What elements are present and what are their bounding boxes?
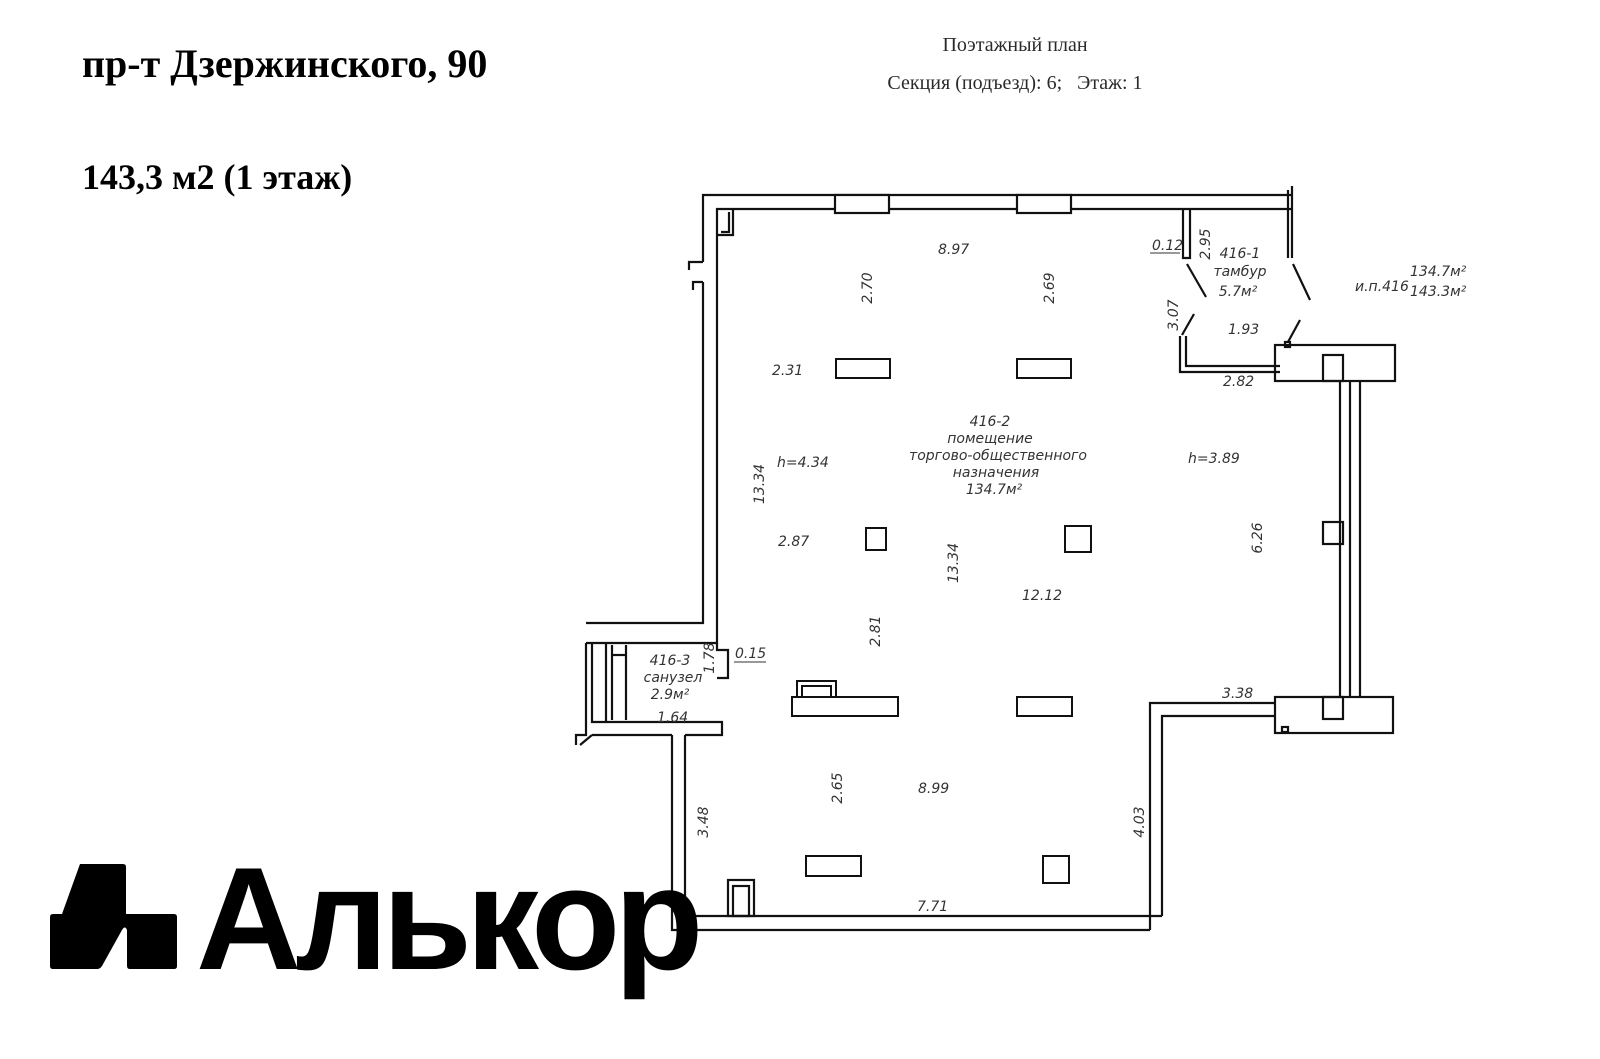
dim-bottom-width-upper: 8.99 (918, 781, 949, 797)
room-416-1-name: тамбур (1213, 264, 1266, 280)
room-416-1-area: 5.7м² (1219, 284, 1258, 300)
dim-top-col2: 2.69 (1042, 272, 1058, 303)
alkor-mark-icon (50, 864, 177, 969)
room-416-2-name-2: торгово-общественного (909, 448, 1087, 464)
dim-bottom-width: 7.71 (917, 899, 948, 915)
room-416-3-area: 2.9м² (651, 687, 690, 703)
dim-bath-width: 1.64 (657, 710, 688, 726)
summary-area-main: 134.7м² (1410, 264, 1467, 280)
dim-vest-wall: 0.12 (1152, 238, 1183, 254)
dim-bottom-left-height: 3.48 (696, 806, 712, 837)
walls (574, 186, 1397, 932)
height-right: h=3.89 (1188, 451, 1240, 467)
summary-label: и.п.416 (1355, 279, 1409, 295)
dim-center-height: 13.34 (946, 543, 962, 583)
dim-left-upper: 2.31 (772, 363, 803, 379)
dim-bottom-right-height: 4.03 (1132, 806, 1148, 837)
brand-name: Алькор (196, 837, 703, 1000)
dim-left-height: 13.34 (752, 464, 768, 504)
columns (791, 358, 1092, 884)
dim-bath-wall: 0.15 (735, 646, 766, 662)
listing-area: 143,3 м2 (1 этаж) (82, 157, 353, 197)
dim-left-mid: 2.87 (778, 534, 809, 550)
dim-col-lower: 2.81 (868, 615, 884, 646)
height-left: h=4.34 (777, 455, 829, 471)
dim-vest-width-mid: 1.93 (1228, 322, 1259, 338)
room-416-3-name: санузел (644, 670, 703, 686)
room-416-3-id: 416-3 (650, 653, 691, 669)
dim-vest-width-bottom: 2.82 (1223, 374, 1254, 390)
plan-title: Поэтажный план (942, 34, 1088, 56)
room-416-2-name-1: помещение (947, 431, 1033, 447)
room-416-2-area: 134.7м² (966, 482, 1023, 498)
dim-top-col1: 2.70 (860, 272, 876, 303)
dim-right-lower-width: 3.38 (1222, 686, 1253, 702)
dim-bottom-col: 2.65 (830, 772, 846, 803)
dim-bath-height: 1.78 (702, 642, 718, 673)
room-416-2-name-3: назначения (953, 465, 1039, 481)
dim-right-height: 6.26 (1250, 522, 1266, 553)
room-416-2-id: 416-2 (970, 414, 1011, 430)
summary-area-total: 143.3м² (1410, 284, 1467, 300)
dim-vest-height-top: 2.95 (1198, 228, 1214, 259)
dim-center-width: 12.12 (1022, 588, 1062, 604)
plan-subtitle: Секция (подъезд): 6; Этаж: 1 (887, 72, 1143, 94)
room-416-1-id: 416-1 (1220, 246, 1261, 262)
listing-address: пр-т Дзержинского, 90 (82, 41, 488, 86)
dim-top-width: 8.97 (938, 242, 969, 258)
dim-vest-height-side: 3.07 (1166, 299, 1182, 330)
